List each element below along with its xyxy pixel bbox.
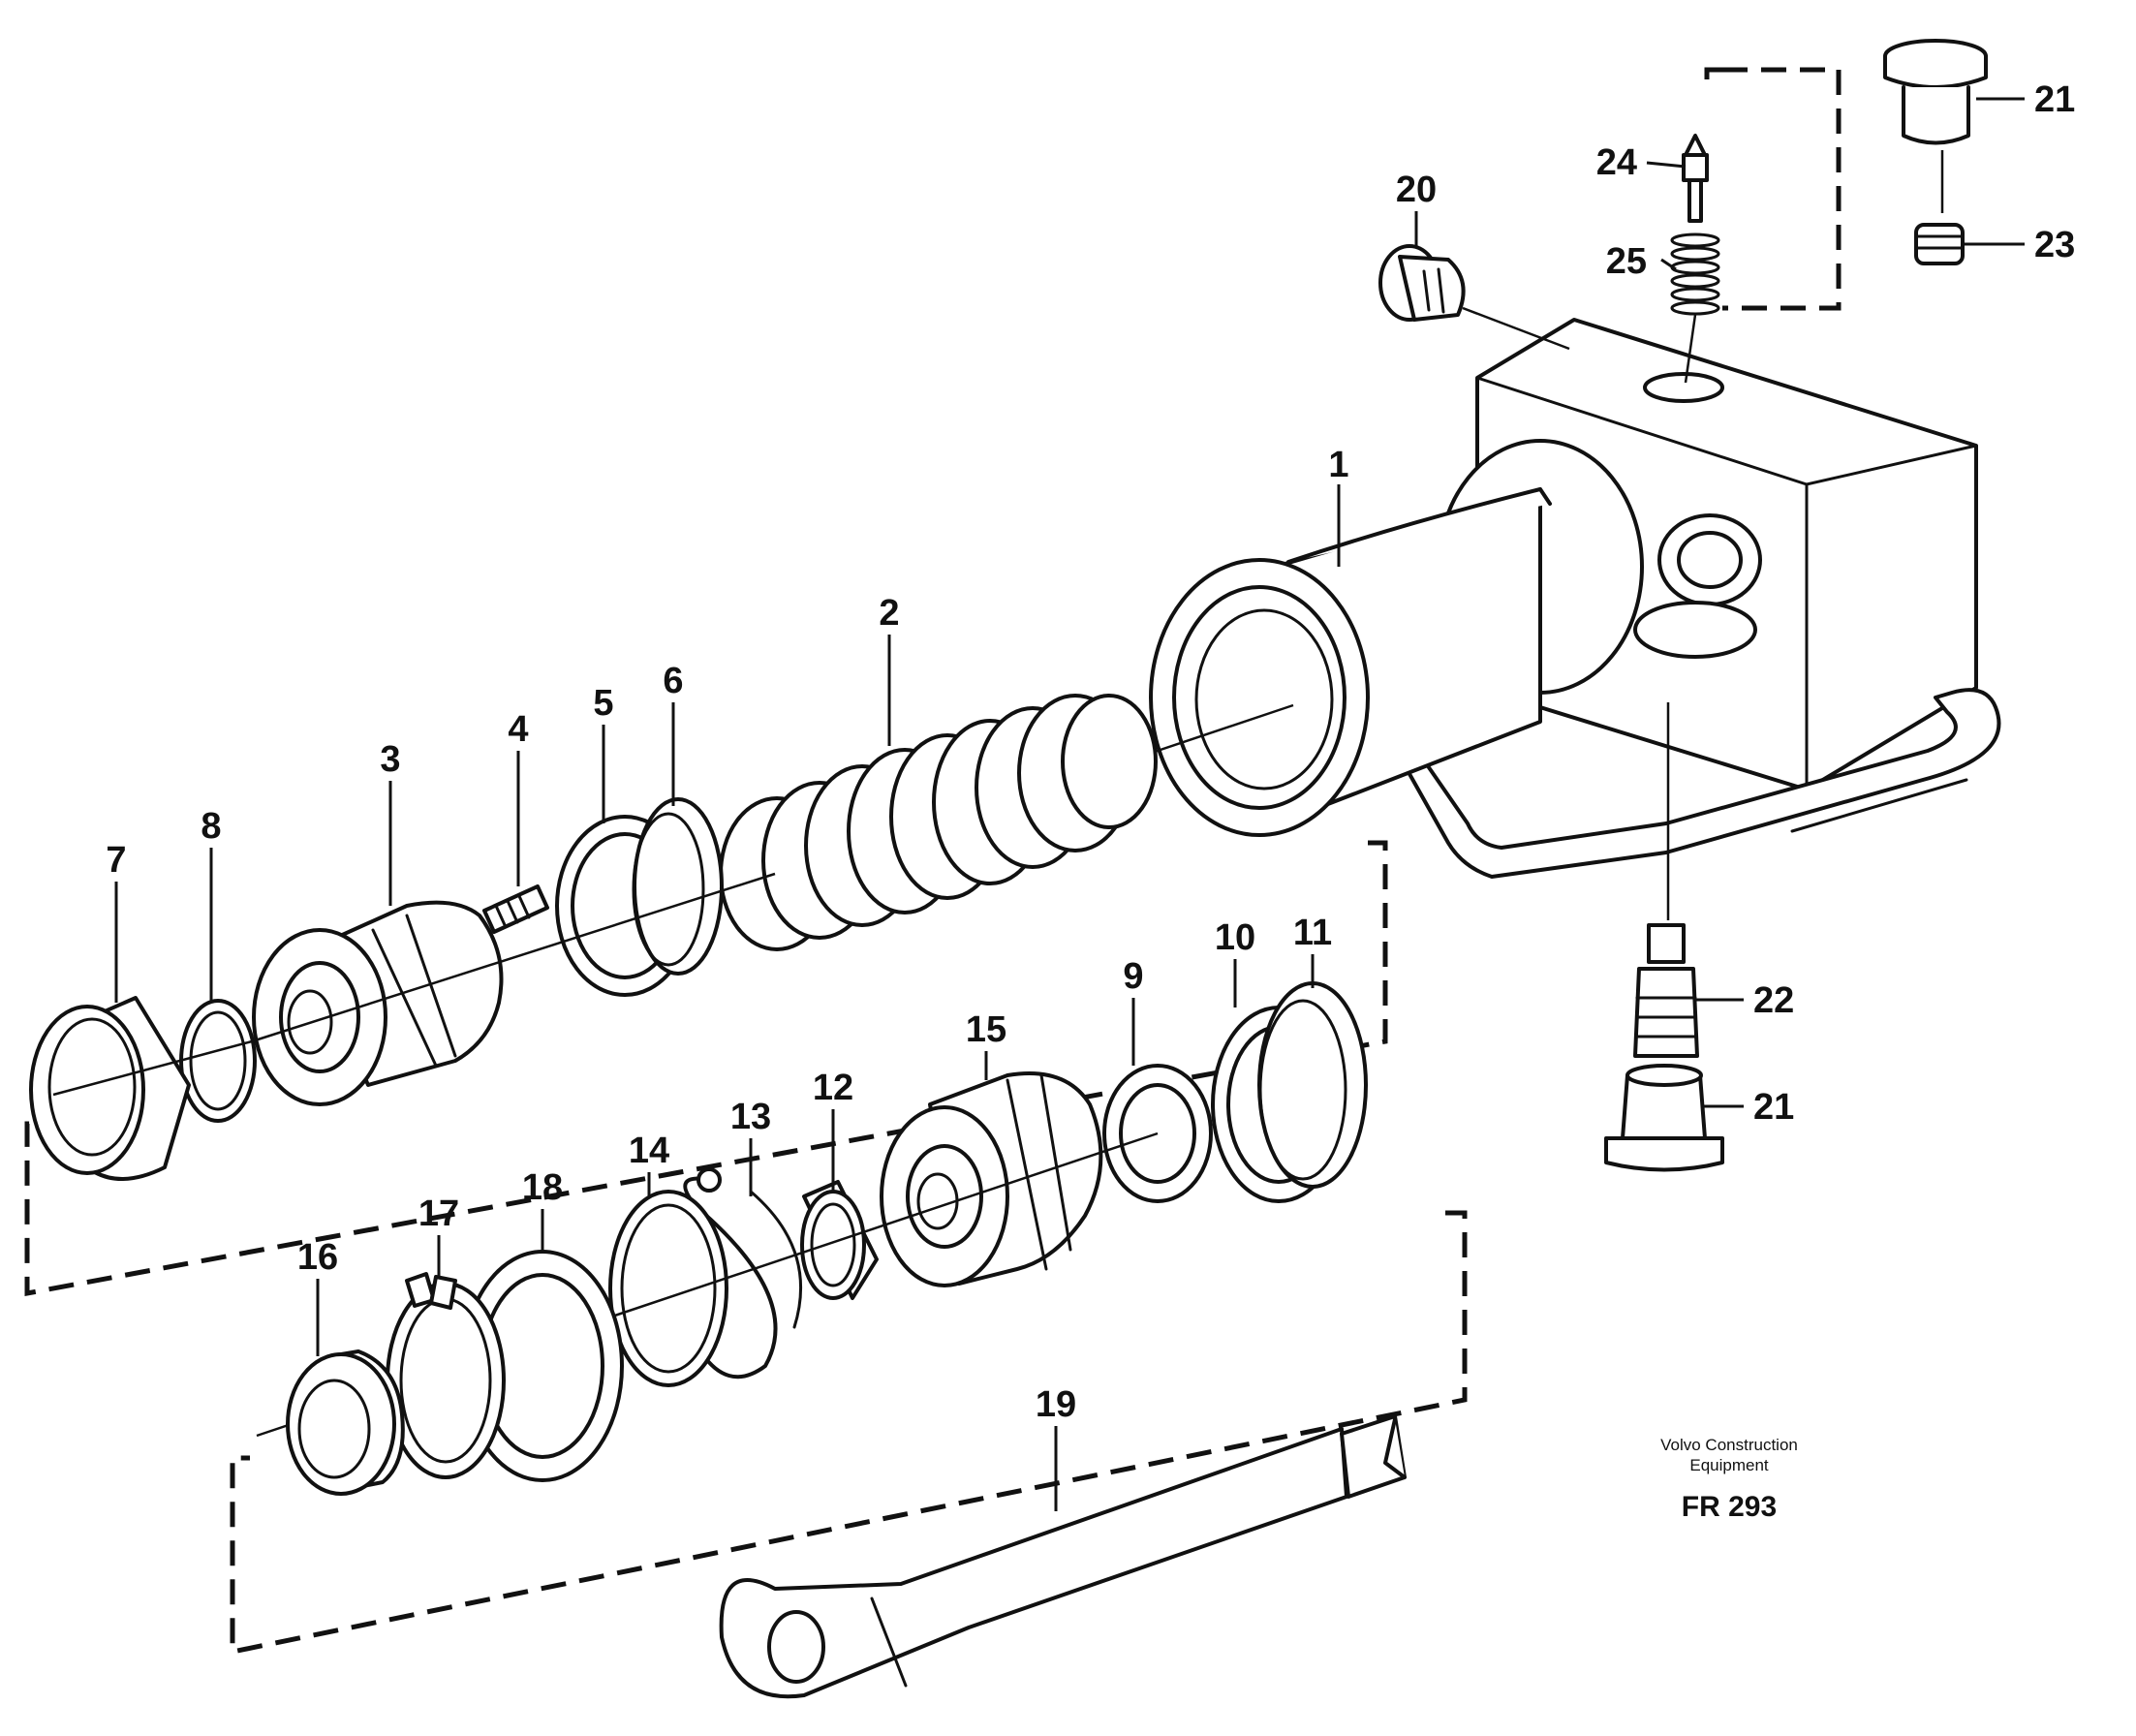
nut-23: [1914, 223, 1965, 265]
axis-plug-20: [1462, 306, 1570, 351]
group-boundary-plug: [1704, 67, 1842, 311]
callout-20: 20: [1396, 170, 1437, 210]
spring-25: [1670, 232, 1720, 316]
piston-rod-19: [719, 1414, 1407, 1699]
callout-12: 12: [813, 1068, 853, 1108]
piston: [252, 900, 504, 1106]
valve-22: [1633, 923, 1699, 1058]
group-boundary-upper: [24, 840, 1388, 1297]
callout-1: 1: [1328, 445, 1348, 485]
callout-19: 19: [1036, 1384, 1076, 1425]
guide-bushing-16: [286, 1349, 405, 1496]
callout-24: 24: [1596, 142, 1637, 183]
callout-labels: 1 2 3 4 5 6 7 8 9 10 11 12 13 14 15 16 1…: [106, 79, 2075, 1425]
washer-18: [461, 1250, 624, 1482]
o-ring-8: [179, 999, 257, 1123]
main-spring: [719, 694, 1158, 951]
pin-24: [1682, 134, 1709, 223]
callout-15: 15: [966, 1009, 1006, 1050]
callout-21-bottom: 21: [1753, 1087, 1794, 1128]
leader-lines: [114, 97, 2025, 1511]
callout-6: 6: [663, 661, 683, 701]
seal-ring-6: [632, 797, 724, 976]
circlip-17: [386, 1272, 506, 1479]
snap-ring-13-end: [697, 1167, 722, 1193]
figure-code: FR 293: [1682, 1491, 1777, 1523]
plug-21-top: [1883, 39, 1988, 145]
piston-15: [880, 1071, 1103, 1287]
callout-8: 8: [201, 806, 221, 847]
axis-pin-spring: [1684, 314, 1697, 384]
valve-housing: [1149, 318, 2001, 879]
callout-17: 17: [418, 1194, 459, 1234]
callout-18: 18: [522, 1167, 563, 1208]
callout-2: 2: [879, 593, 899, 634]
seal-ring-14: [608, 1190, 728, 1387]
axis-bushing: [52, 1039, 253, 1097]
small-spring: [482, 884, 549, 934]
callout-4: 4: [508, 709, 528, 750]
bushing-7: [29, 996, 191, 1181]
group-boundary-lower: [230, 1210, 1468, 1656]
callout-5: 5: [593, 683, 613, 724]
axis-piston-assembly: [251, 872, 776, 1043]
callout-11: 11: [1293, 913, 1332, 953]
callout-16: 16: [297, 1237, 338, 1278]
publisher-line-2: Equipment: [1689, 1456, 1769, 1474]
plug-20: [1378, 244, 1466, 322]
publisher-line-1: Volvo Construction: [1660, 1436, 1798, 1454]
callout-10: 10: [1215, 917, 1255, 958]
callout-7: 7: [106, 840, 126, 881]
figure-caption: Volvo Construction Equipment FR 293: [1660, 1436, 1798, 1523]
callout-21-top: 21: [2034, 79, 2075, 120]
callout-22: 22: [1753, 980, 1794, 1021]
callout-9: 9: [1123, 956, 1143, 997]
callout-13: 13: [730, 1097, 771, 1137]
callout-3: 3: [380, 739, 400, 780]
callout-25: 25: [1606, 241, 1647, 282]
seal-ring-11: [1257, 981, 1368, 1189]
plug-21-bottom: [1604, 1064, 1724, 1172]
callout-14: 14: [629, 1131, 669, 1171]
callout-23: 23: [2034, 225, 2075, 265]
